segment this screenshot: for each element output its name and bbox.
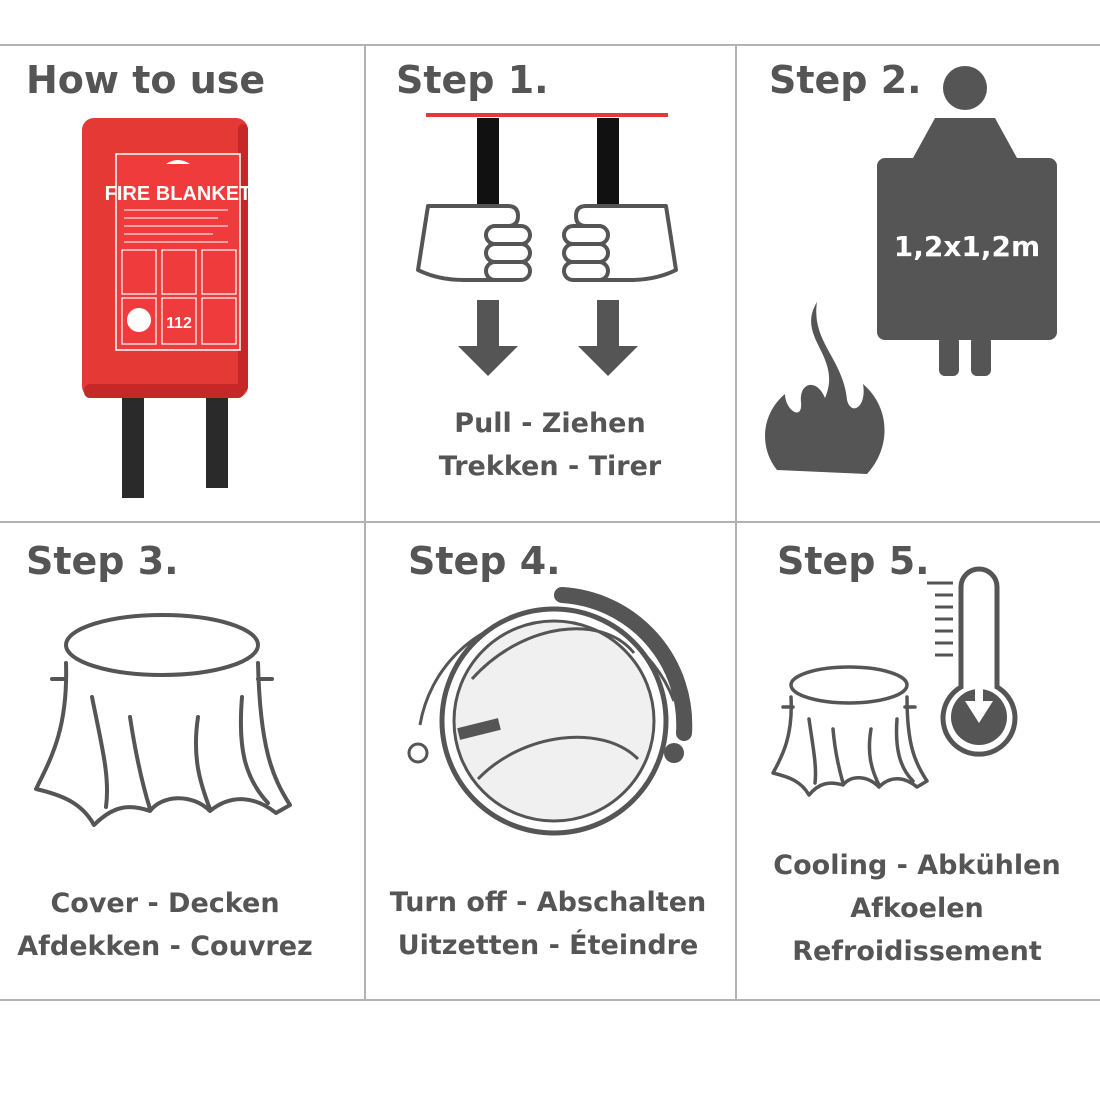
step-caption: Pull - Ziehen Trekken - Tirer [366, 402, 734, 488]
cell-how-to-use: How to use FIRE BLANKET 112 [0, 46, 368, 524]
grid-left-divider [364, 44, 366, 1001]
hands-pulling-straps-icon [416, 113, 678, 376]
stove-knob-icon [407, 587, 693, 836]
covered-pot-icon [771, 665, 929, 797]
cell-title: Step 1. [396, 58, 549, 102]
grid-middle-line [0, 521, 1100, 523]
flame-icon [765, 302, 885, 474]
cell-title: Step 4. [408, 539, 561, 583]
fire-blanket-package-image: FIRE BLANKET 112 [82, 118, 252, 498]
caption-line: Cooling - Abkühlen [773, 850, 1061, 881]
person-holding-blanket-icon: 1,2x1,2m [877, 66, 1057, 376]
grid-right-divider [735, 44, 737, 1001]
grid-bottom-line [0, 999, 1100, 1001]
cell-step-4: Step 4. Turn off - Abschalten Uitzetten … [366, 523, 734, 1001]
caption-line: Afdekken - Couvrez [17, 931, 313, 962]
blanket-size: 1,2x1,2m [894, 230, 1040, 263]
product-label: FIRE BLANKET [105, 183, 252, 205]
caption-line: Refroidissement [792, 936, 1042, 967]
step-caption: Cooling - Abkühlen Afkoelen Refroidissem… [733, 844, 1100, 973]
caption-line: Turn off - Abschalten [389, 887, 707, 918]
down-arrow-icon [458, 300, 518, 376]
cell-title: Step 2. [769, 58, 922, 102]
emergency-number: 112 [166, 315, 192, 332]
caption-line: Pull - Ziehen [454, 408, 646, 439]
caption-line: Afkoelen [850, 893, 984, 924]
step-caption: Turn off - Abschalten Uitzetten - Éteind… [364, 881, 732, 967]
grid-top-line [0, 44, 1100, 46]
cell-title: Step 3. [26, 539, 179, 583]
cell-step-3: Step 3. Cover - Decken Afdekken - Couvre… [0, 523, 368, 1001]
caption-line: Uitzetten - Éteindre [397, 930, 699, 961]
step-caption: Cover - Decken Afdekken - Couvrez [0, 882, 349, 968]
caption-line: Trekken - Tirer [438, 451, 662, 482]
thermometer-down-icon [927, 566, 1018, 757]
caption-line: Cover - Decken [50, 888, 280, 919]
covered-pot-icon [34, 613, 292, 827]
cell-step-2: Step 2. 1,2x1,2m [737, 46, 1100, 524]
cell-title: Step 5. [777, 539, 930, 583]
cell-title: How to use [26, 58, 266, 102]
cell-step-1: Step 1. Pull - Ziehen Trekken [366, 46, 734, 524]
down-arrow-icon [578, 300, 638, 376]
cell-step-5: Step 5. Cooling - Abkühlen Afkoelen [737, 523, 1100, 1001]
